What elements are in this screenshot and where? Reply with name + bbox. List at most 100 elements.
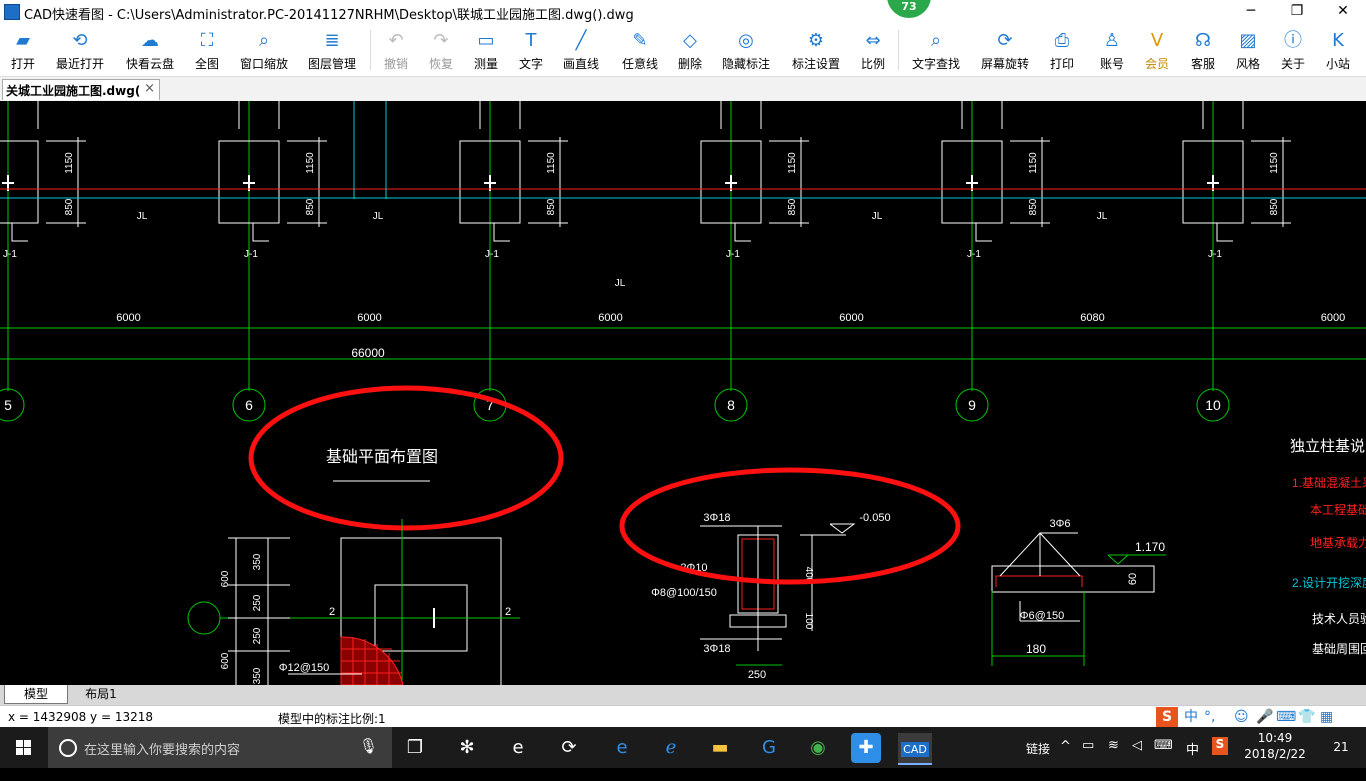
- toolbar-style-button[interactable]: ▨风格: [1218, 26, 1278, 74]
- layout-tab-bar: 模型 布局1: [0, 685, 1366, 705]
- file-explorer-icon[interactable]: ▬: [711, 737, 729, 758]
- toolbar-settings-button[interactable]: ⚙标注设置: [786, 26, 846, 74]
- green-browser-icon[interactable]: ◉: [810, 737, 826, 758]
- taskbar-search-box[interactable]: 在这里输入你要搜索的内容 🎙: [48, 727, 392, 768]
- battery-icon[interactable]: ▭: [1082, 738, 1095, 753]
- toolbar-eye-hide-button[interactable]: ◎隐藏标注: [716, 26, 776, 74]
- cad-app-icon[interactable]: CAD: [898, 733, 932, 765]
- total-dimension: 66000: [351, 346, 385, 360]
- toolbar-rotate-screen-button[interactable]: ⟳屏幕旋转: [975, 26, 1035, 74]
- svg-text:250: 250: [252, 594, 263, 611]
- user-icon: ♙: [1103, 30, 1121, 51]
- toolbar-ruler-button[interactable]: ▭测量: [456, 26, 516, 74]
- toolbar-redo-button[interactable]: ↷恢复: [411, 26, 471, 74]
- dim-1150: 1150: [64, 152, 75, 174]
- volume-icon[interactable]: ◁: [1132, 738, 1142, 753]
- close-tab-icon[interactable]: ×: [144, 81, 155, 96]
- beam-label: JL: [1097, 211, 1108, 222]
- toolbar-label: 隐藏标注: [721, 57, 770, 71]
- clock-time: 10:49: [1257, 731, 1293, 745]
- toolbar-headset-button[interactable]: ☊客服: [1173, 26, 1233, 74]
- zoom-window-icon: ⌕: [258, 30, 270, 51]
- toolbar-printer-button[interactable]: ⎙打印: [1032, 26, 1092, 74]
- toolbar-layers-button[interactable]: ≣图层管理: [302, 26, 362, 74]
- toolbar-label: 删除: [677, 57, 702, 71]
- toolbox-icon[interactable]: ▦: [1320, 709, 1334, 725]
- toolbar-eraser-button[interactable]: ◇ 删除: [660, 26, 720, 74]
- tab-layout1[interactable]: 布局1: [85, 687, 117, 701]
- toolbar-text-search-button[interactable]: ⌕文字查找: [906, 26, 966, 74]
- system-clock[interactable]: 10:49 2018/2/22: [1240, 730, 1310, 762]
- section-width: 250: [748, 669, 766, 681]
- ime-punct[interactable]: °,: [1204, 709, 1216, 725]
- line-icon: ╱: [575, 30, 587, 51]
- section-elevation: -0.050: [859, 512, 890, 524]
- start-button[interactable]: [0, 727, 48, 768]
- close-button[interactable]: ✕: [1337, 3, 1349, 19]
- sogou-icon[interactable]: S: [1156, 707, 1178, 727]
- keyboard-icon[interactable]: ⌨: [1276, 709, 1297, 725]
- svg-text:独立柱基说明: 独立柱基说明: [1290, 438, 1366, 455]
- svg-text:180: 180: [1026, 642, 1046, 656]
- axis-number: 9: [968, 397, 976, 413]
- edge-legacy-icon[interactable]: e: [512, 737, 524, 758]
- toolbar-user-button[interactable]: ♙账号: [1082, 26, 1142, 74]
- wifi-icon[interactable]: ≋: [1108, 738, 1119, 753]
- pinwheel-app-icon[interactable]: ✻: [459, 737, 475, 758]
- toolbar-line-button[interactable]: ╱画直线: [551, 26, 611, 74]
- emoji-icon[interactable]: ☺: [1234, 709, 1249, 725]
- svg-text:350: 350: [252, 553, 263, 570]
- cloud-icon: ☁: [141, 30, 159, 51]
- maximize-button[interactable]: ❐: [1290, 3, 1304, 19]
- toolbar-label: 恢复: [428, 57, 453, 71]
- toolbar-cloud-button[interactable]: ☁ 快看云盘: [120, 26, 180, 74]
- ime-lang[interactable]: 中: [1184, 709, 1198, 725]
- toolbar-pen-button[interactable]: ✎任意线: [610, 26, 670, 74]
- notification-center-icon[interactable]: 21: [1333, 740, 1349, 754]
- minimize-button[interactable]: ─: [1246, 3, 1256, 19]
- spiral-app-icon[interactable]: ⟳: [561, 737, 577, 758]
- microphone-icon[interactable]: 🎙: [358, 737, 378, 755]
- info-icon: ⓘ: [1284, 30, 1302, 51]
- tab-model[interactable]: 模型: [4, 685, 68, 704]
- notification-badge[interactable]: 73: [887, 0, 931, 18]
- svg-text:1.基础混凝土采用: 1.基础混凝土采用: [1292, 475, 1366, 490]
- browser-g-icon[interactable]: G: [762, 737, 776, 758]
- tray-ime[interactable]: 中: [1186, 743, 1200, 758]
- mic-icon[interactable]: 🎤: [1256, 709, 1274, 725]
- beam-label: JL: [872, 211, 883, 222]
- task-view-icon[interactable]: ❐: [406, 737, 424, 758]
- document-tab[interactable]: 关城工业园施工图.dwg() ×: [2, 79, 160, 100]
- toolbar-history-button[interactable]: ⟲最近打开: [50, 26, 110, 74]
- toolbar-label: 关于: [1280, 57, 1305, 71]
- document-tab-bar: 关城工业园施工图.dwg() ×: [0, 77, 1366, 102]
- toolbar-undo-button[interactable]: ↶撤销: [366, 26, 426, 74]
- toolbar-info-button[interactable]: ⓘ 关于: [1263, 26, 1323, 74]
- ie-icon[interactable]: ℯ: [665, 737, 677, 758]
- footing-label: J-1: [1208, 249, 1222, 260]
- toolbar-folder-open-button[interactable]: ▰打开: [0, 26, 53, 74]
- toolbar-zoom-window-button[interactable]: ⌕窗口缩放: [234, 26, 294, 74]
- svg-text:250: 250: [252, 627, 263, 644]
- sogou-tray-icon[interactable]: S: [1212, 737, 1228, 755]
- edge-icon[interactable]: e: [616, 737, 628, 758]
- skin-icon[interactable]: 👕: [1298, 709, 1316, 725]
- eraser-icon: ◇: [683, 30, 697, 51]
- axis-bubble: 8: [714, 363, 748, 422]
- toolbar-scale-button[interactable]: ⇔比例: [843, 26, 903, 74]
- tray-link[interactable]: 链接: [1026, 742, 1051, 756]
- toolbar-label: 测量: [473, 57, 498, 71]
- app-icon: [4, 4, 20, 20]
- plus-app-icon[interactable]: ✚: [851, 733, 881, 763]
- toolbar-fit-all-button[interactable]: ⛶全图: [177, 26, 237, 74]
- text-icon: T: [525, 30, 537, 51]
- span-dimension: 6080: [1080, 312, 1104, 324]
- toolbar-label: 快看云盘: [125, 57, 174, 71]
- keyboard-tray-icon[interactable]: ⌨: [1154, 738, 1173, 753]
- tray-expand-icon[interactable]: ^: [1060, 739, 1071, 754]
